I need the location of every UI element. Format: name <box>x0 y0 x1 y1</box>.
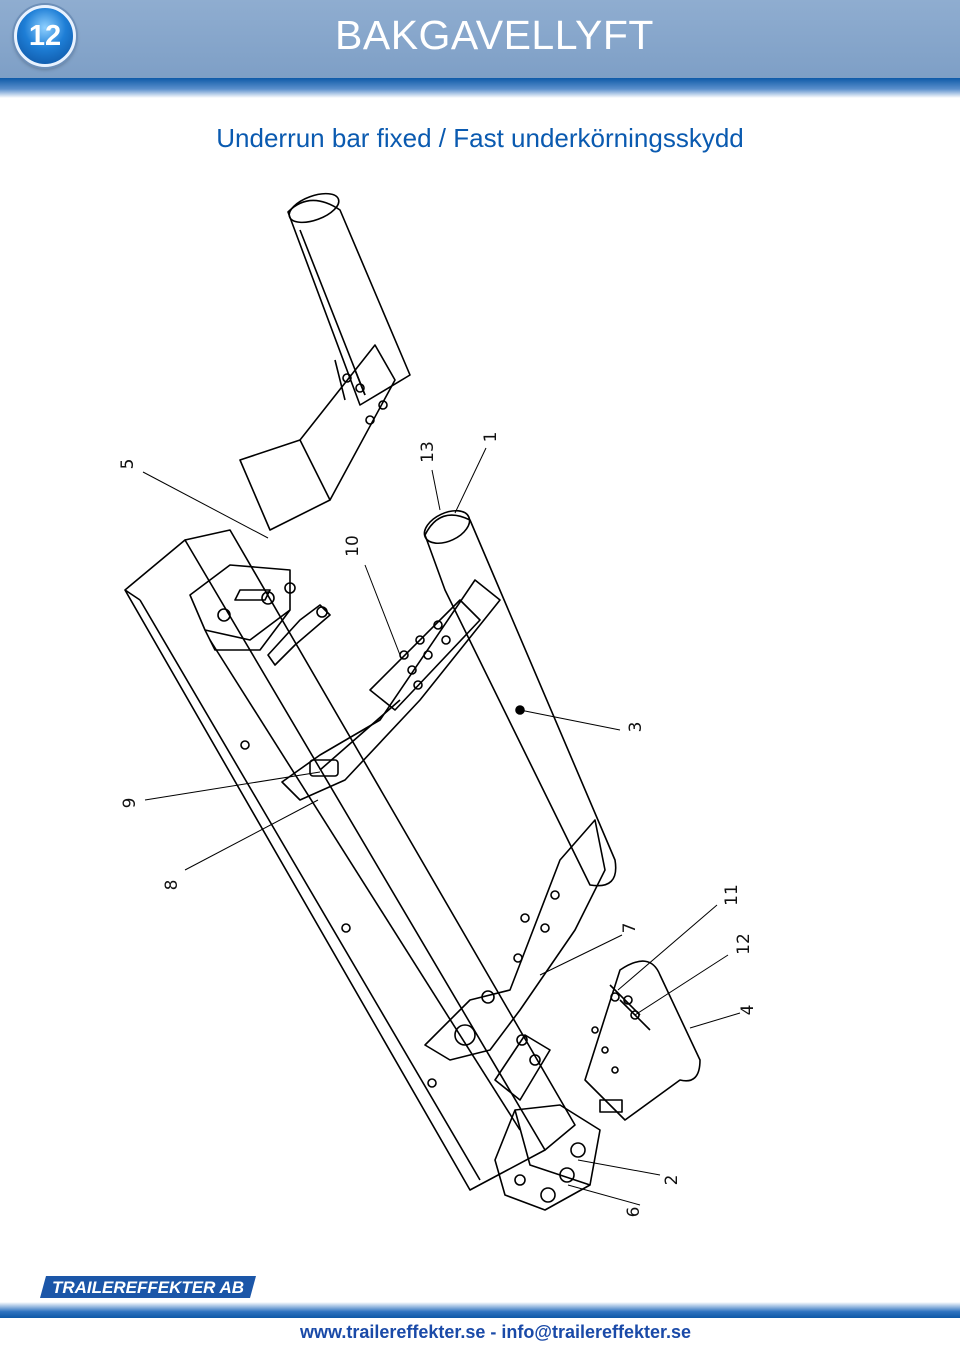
page-title: BAKGAVELLYFT <box>335 12 654 58</box>
lower-lateral-plate <box>424 819 606 1101</box>
lower-clamp <box>494 1099 623 1211</box>
diagram-subtitle: Underrun bar fixed / Fast underkörningss… <box>216 123 744 153</box>
page-number: 12 <box>28 19 62 52</box>
callout-4: 4 <box>738 1005 758 1016</box>
callout-3: 3 <box>626 722 646 733</box>
svg-text:11: 11 <box>722 884 742 906</box>
callout-2: 2 <box>662 1175 682 1186</box>
beam-bolts <box>240 740 437 1088</box>
header-divider <box>0 78 960 98</box>
svg-text:TRAILEREFFEKTER AB: TRAILEREFFEKTER AB <box>52 1278 244 1297</box>
main-beam <box>124 529 576 1191</box>
svg-text:1: 1 <box>481 432 501 443</box>
callout-8: 8 <box>162 880 182 891</box>
footer-bar <box>0 1302 960 1318</box>
page-number-badge: 12 <box>14 5 76 67</box>
svg-text:12: 12 <box>734 933 754 955</box>
svg-text:9: 9 <box>120 798 140 809</box>
svg-text:6: 6 <box>624 1207 644 1218</box>
callout-11: 11 <box>722 884 742 906</box>
svg-text:5: 5 <box>118 459 138 470</box>
callout-13: 13 <box>418 441 438 463</box>
svg-text:10: 10 <box>343 535 363 557</box>
callout-10: 10 <box>343 535 363 557</box>
underrun-bar <box>423 509 617 887</box>
callout-12: 12 <box>734 933 754 955</box>
upper-clamp <box>189 564 331 666</box>
svg-text:7: 7 <box>620 923 640 934</box>
callout-labels: 5 13 1 10 3 9 8 11 7 12 4 2 6 <box>118 432 758 1218</box>
footer-contact[interactable]: www.trailereffekter.se - info@trailereff… <box>300 1322 692 1342</box>
trailereffekter-logo: TRAILEREFFEKTER AB <box>40 1276 256 1298</box>
upper-extension-tube <box>287 192 411 406</box>
callout-6: 6 <box>624 1207 644 1218</box>
svg-text:8: 8 <box>162 880 182 891</box>
svg-text:3: 3 <box>626 722 646 733</box>
callout-1: 1 <box>481 432 501 443</box>
upper-bracket <box>239 344 396 531</box>
callout-5: 5 <box>118 459 138 470</box>
callout-7: 7 <box>620 923 640 934</box>
leader-lines <box>142 447 741 1206</box>
svg-text:13: 13 <box>418 441 438 463</box>
lower-extension-tube <box>584 960 701 1121</box>
upper-lateral-plate <box>281 579 501 801</box>
header-bar <box>0 0 960 78</box>
svg-text:4: 4 <box>738 1005 758 1016</box>
svg-text:2: 2 <box>662 1175 682 1186</box>
callout-9: 9 <box>120 798 140 809</box>
